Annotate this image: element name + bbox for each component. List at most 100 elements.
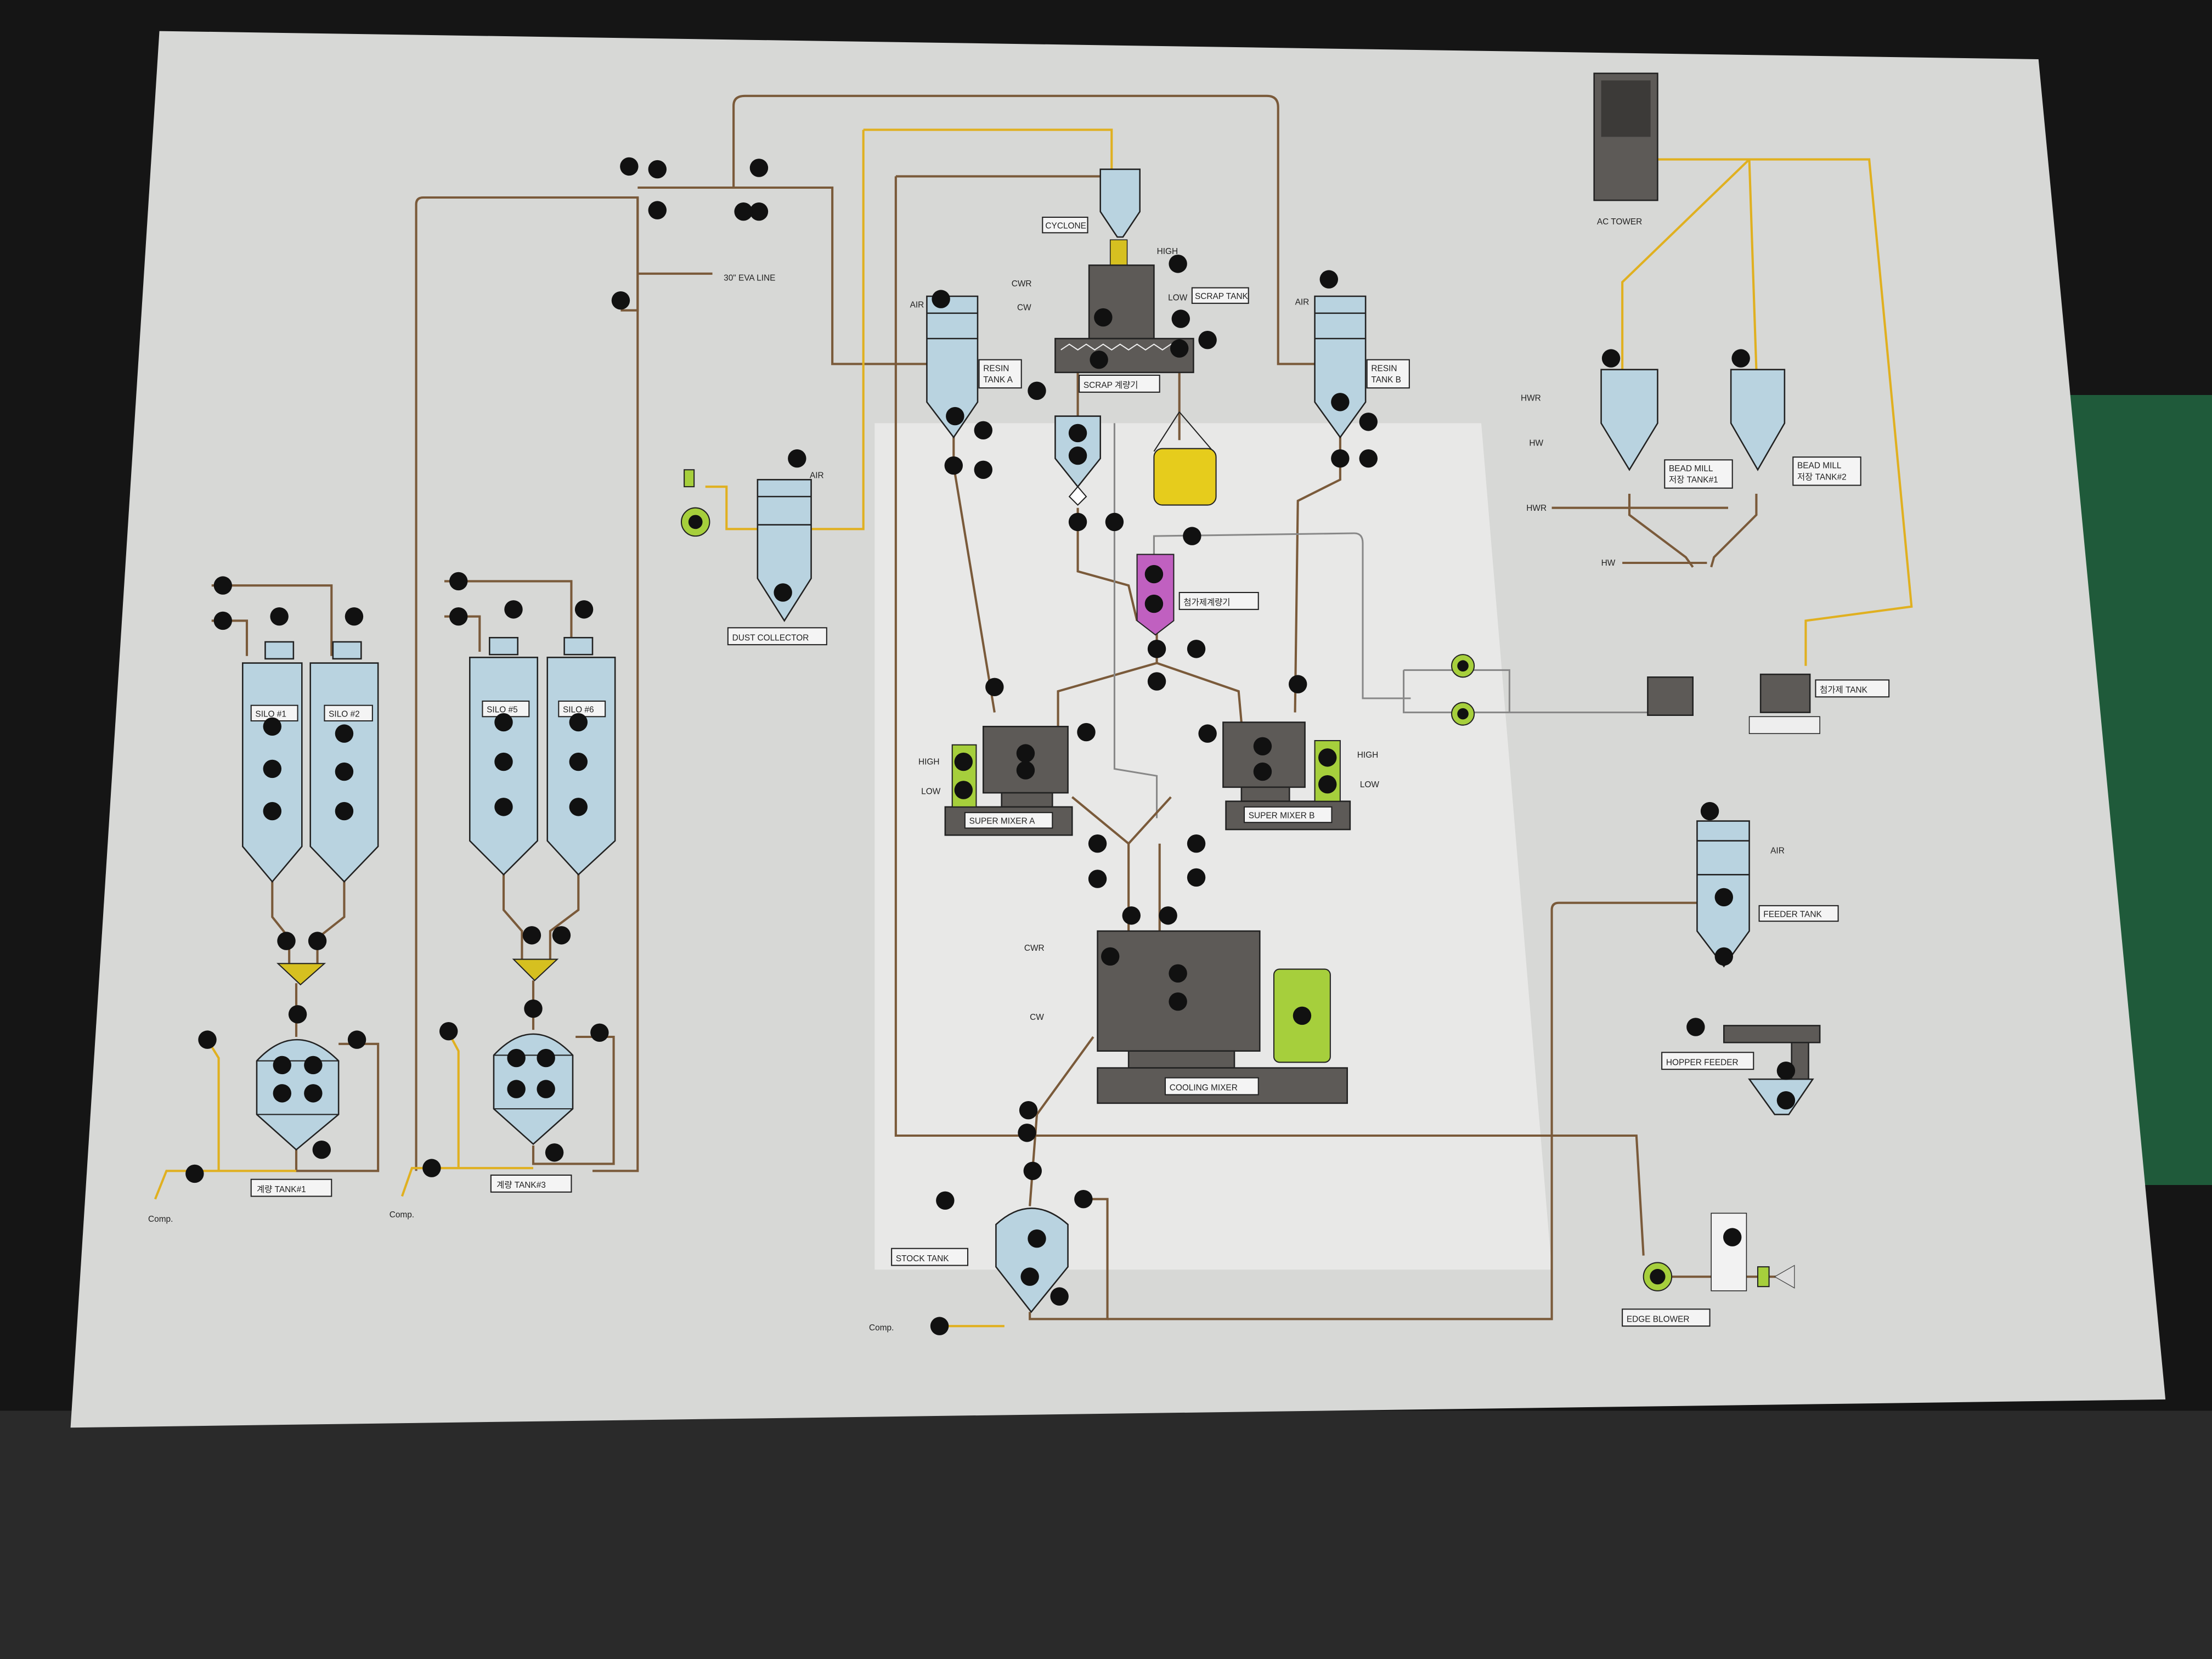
indicator-lamp	[449, 572, 468, 591]
resin-tank-b[interactable]: RESIN TANK B AIR	[1295, 295, 1410, 439]
indicator-lamp	[449, 607, 468, 626]
indicator-lamp	[1169, 964, 1187, 983]
bead-mill-tank-1[interactable]: BEAD MILL 저장 TANK#1	[1600, 369, 1733, 489]
indicator-lamp	[1068, 424, 1087, 443]
hwr-label-1: HWR	[1521, 393, 1541, 403]
additive-tank-label: 첨가제 TANK	[1820, 685, 1867, 695]
hopper-feeder[interactable]: HOPPER FEEDER	[1661, 1025, 1821, 1115]
blower-icon[interactable]	[680, 469, 710, 537]
bead-mill-tank-2[interactable]: BEAD MILL 저장 TANK#2	[1730, 369, 1861, 486]
pump-1[interactable]	[1451, 654, 1475, 678]
indicator-lamp	[335, 762, 354, 781]
scrap-low-label: LOW	[1168, 294, 1188, 303]
indicator-lamp	[270, 607, 289, 626]
indicator-lamp	[1105, 512, 1124, 532]
resin-tank-b-air-label: AIR	[1295, 297, 1310, 307]
indicator-lamp	[304, 1056, 323, 1075]
comp-label-3: Comp.	[390, 1210, 414, 1220]
funnel-1	[276, 963, 326, 986]
hopper-feeder-label: HOPPER FEEDER	[1666, 1058, 1739, 1067]
additive-scale-label: 첨가제계량기	[1183, 597, 1230, 607]
indicator-lamp	[263, 759, 281, 778]
indicator-lamp	[1147, 672, 1166, 691]
resin-tank-a-label-2: TANK A	[983, 375, 1013, 385]
cyclone[interactable]: CYCLONE	[1042, 168, 1141, 238]
indicator-lamp	[1700, 802, 1719, 821]
indicator-lamp	[552, 926, 571, 945]
stock-tank[interactable]: STOCK TANK Comp.	[869, 1207, 1069, 1333]
silo-6-label: SILO #6	[563, 706, 594, 715]
indicator-lamp	[273, 1084, 291, 1103]
indicator-lamp	[1359, 449, 1378, 468]
weigh-tank-1-label: 계량 TANK#1	[257, 1184, 306, 1194]
resin-tank-a[interactable]: RESIN TANK A AIR	[910, 295, 1022, 439]
scrap-scale-label: SCRAP 계량기	[1084, 380, 1138, 390]
resin-tank-b-label-1: RESIN	[1371, 364, 1397, 373]
scrap-bag	[1153, 411, 1217, 506]
funnel-3	[512, 958, 559, 981]
indicator-lamp	[648, 160, 667, 179]
indicator-lamp	[936, 1191, 955, 1210]
additive-tank[interactable]: 첨가제 TANK	[1748, 673, 1890, 734]
silo-2-label: SILO #2	[329, 709, 360, 719]
scrap-tank[interactable]: SCRAP TANK HIGH LOW CWR CW SCRAP 계량기	[1012, 247, 1249, 393]
indicator-lamp	[213, 611, 232, 630]
scrap-high-label: HIGH	[1157, 247, 1178, 256]
indicator-lamp	[1169, 992, 1187, 1011]
indicator-lamp	[1122, 906, 1141, 925]
indicator-lamp	[1018, 1124, 1036, 1142]
indicator-lamp	[946, 407, 964, 426]
indicator-lamp	[1023, 1161, 1042, 1180]
indicator-lamp	[345, 607, 364, 626]
pump-2[interactable]	[1451, 702, 1475, 726]
indicator-lamp	[932, 290, 950, 308]
indicator-lamp	[1074, 1190, 1093, 1209]
scrap-cw-label: CW	[1017, 303, 1031, 313]
chair	[0, 1410, 2212, 1659]
silo-2[interactable]: SILO #2	[309, 641, 379, 883]
indicator-lamp	[545, 1143, 564, 1162]
indicator-lamp	[1318, 775, 1337, 794]
bead-mill-1-label-2: 저장 TANK#1	[1669, 475, 1718, 484]
indicator-lamp	[569, 798, 588, 816]
indicator-lamp	[749, 159, 769, 177]
indicator-lamp	[1776, 1062, 1796, 1080]
indicator-lamp	[1028, 1229, 1046, 1248]
indicator-lamp	[1714, 947, 1733, 966]
indicator-lamp	[1318, 748, 1337, 767]
indicator-lamp	[1088, 870, 1107, 888]
hwr-label-2: HWR	[1526, 504, 1547, 513]
hw-label-1: HW	[1529, 439, 1543, 448]
indicator-lamp	[507, 1048, 526, 1068]
indicator-lamp	[620, 157, 639, 176]
ac-tower-label: AC TOWER	[1597, 217, 1642, 227]
panel-glare	[874, 423, 1552, 1270]
indicator-lamp	[1198, 331, 1217, 349]
indicator-lamp	[335, 802, 354, 821]
dust-collector-air-label: AIR	[810, 471, 824, 481]
indicator-lamp	[1183, 527, 1201, 545]
indicator-lamp	[1094, 308, 1113, 327]
indicator-lamp	[1147, 640, 1166, 658]
indicator-lamp	[1144, 594, 1164, 613]
bead-mill-2-label-2: 저장 TANK#2	[1797, 472, 1847, 482]
cooling-cw-label: CW	[1030, 1013, 1044, 1022]
indicator-lamp	[494, 752, 513, 771]
indicator-lamp	[537, 1080, 555, 1098]
feeder-tank-label: FEEDER TANK	[1763, 910, 1822, 919]
edge-blower-label: EDGE BLOWER	[1627, 1314, 1690, 1324]
additive-tote[interactable]	[1647, 676, 1694, 716]
ac-tower[interactable]: AC TOWER	[1593, 72, 1658, 227]
mixer-a-high-label: HIGH	[918, 758, 940, 767]
indicator-lamp	[308, 932, 327, 950]
indicator-lamp	[569, 752, 588, 771]
indicator-lamp	[944, 456, 963, 475]
indicator-lamp	[1090, 351, 1108, 369]
dust-collector[interactable]: AIR DUST COLLECTOR	[727, 471, 827, 646]
indicator-lamp	[1068, 512, 1087, 532]
indicator-lamp	[1170, 339, 1189, 358]
indicator-lamp	[273, 1056, 291, 1075]
indicator-lamp	[185, 1164, 204, 1183]
edge-blower[interactable]: EDGE BLOWER	[1622, 1212, 1795, 1327]
